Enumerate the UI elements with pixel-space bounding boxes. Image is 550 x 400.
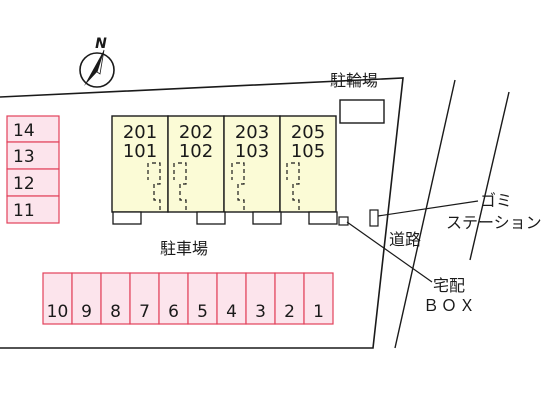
- parking-stall-14: [6, 115, 60, 143]
- compass-north-label: N: [95, 36, 107, 52]
- parking-stall-label: 1: [313, 302, 324, 322]
- parking-stall-label: 6: [168, 302, 179, 322]
- parking-stall-label: 5: [197, 302, 208, 322]
- entrance-porch: [252, 211, 282, 225]
- delivery-box-label-line1: 宅配: [433, 276, 465, 295]
- parking-stall-13: [6, 141, 60, 170]
- left-parking-stalls: 14 13 12 11: [6, 115, 60, 224]
- parking-stall-label: 4: [226, 302, 237, 322]
- unit-number-lower: 102: [179, 141, 213, 162]
- parking-stall-1: [303, 272, 334, 325]
- unit-number-upper: 202: [179, 122, 213, 143]
- road-edge-left: [394, 79, 456, 349]
- parking-stall-label: 10: [47, 302, 69, 322]
- bottom-parking-stalls: 10 9 8 7 6 5 4 3 2 1: [42, 272, 334, 325]
- parking-stall-label: 12: [13, 174, 35, 194]
- compass-icon: N: [79, 36, 115, 88]
- entrance-porch: [196, 211, 226, 225]
- delivery-box-label-line2: ＢＯＸ: [423, 296, 477, 315]
- parking-stall-3: [245, 272, 276, 325]
- unit-number-lower: 103: [235, 141, 269, 162]
- staircase-outline: [231, 162, 245, 212]
- staircase-outline: [286, 162, 300, 212]
- unit-block-203-103: [223, 115, 281, 213]
- unit-number-lower: 105: [291, 141, 325, 162]
- road-edge-right: [469, 91, 510, 261]
- parking-stall-label: 8: [110, 302, 121, 322]
- entrance-porch: [112, 211, 142, 225]
- parking-stall-11: [6, 195, 60, 224]
- unit-block-201-101: [111, 115, 169, 213]
- apartment-building: 201 101 202 102 203 103 205 105: [111, 115, 338, 225]
- unit-number-upper: 203: [235, 122, 269, 143]
- parking-stall-label: 9: [81, 302, 92, 322]
- property-boundary: [0, 77, 404, 349]
- bicycle-parking-shed: [339, 99, 385, 124]
- garbage-station-label-line1: ゴミ: [480, 191, 512, 210]
- parking-stall-7: [129, 272, 160, 325]
- parking-stall-5: [187, 272, 218, 325]
- entrance-porch: [308, 211, 338, 225]
- parking-stall-label: 7: [139, 302, 150, 322]
- parking-stall-9: [71, 272, 102, 325]
- parking-stall-label: 13: [13, 147, 35, 167]
- garbage-station-leader: [377, 200, 479, 217]
- delivery-box-marker: [338, 216, 349, 226]
- garbage-station-label-line2: ステーション: [446, 213, 542, 232]
- parking-stall-10: [42, 272, 73, 325]
- parking-stall-6: [158, 272, 189, 325]
- garbage-station-marker: [369, 209, 379, 227]
- unit-block-202-102: [167, 115, 225, 213]
- bicycle-parking-label: 駐輪場: [330, 71, 378, 90]
- staircase-outline: [173, 162, 187, 212]
- parking-stall-2: [274, 272, 305, 325]
- unit-number-upper: 205: [291, 122, 325, 143]
- parking-stall-label: 3: [255, 302, 266, 322]
- road-label: 道路: [389, 230, 421, 249]
- unit-block-205-105: [279, 115, 337, 213]
- parking-stall-4: [216, 272, 247, 325]
- unit-number-upper: 201: [123, 122, 157, 143]
- unit-number-lower: 101: [123, 141, 157, 162]
- delivery-box-leader: [346, 221, 433, 283]
- parking-stall-label: 11: [13, 201, 35, 221]
- parking-stall-12: [6, 168, 60, 197]
- staircase-outline: [147, 162, 161, 212]
- parking-lot-label: 駐車場: [160, 239, 208, 258]
- parking-stall-label: 14: [13, 121, 35, 141]
- parking-stall-label: 2: [284, 302, 295, 322]
